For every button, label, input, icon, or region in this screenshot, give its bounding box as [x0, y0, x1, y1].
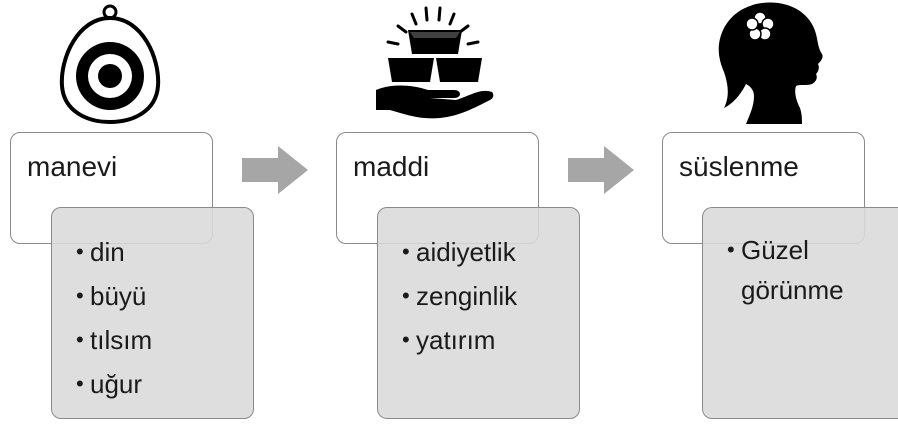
step-2-detail-box: •aidiyetlik •zenginlik •yatırım	[377, 207, 580, 419]
step-2-title: maddi	[353, 151, 430, 182]
step-1-title: manevi	[27, 151, 118, 182]
woman-silhouette-flower-icon	[718, 2, 823, 124]
step-3-bullet-list: •Güzel görünme	[727, 230, 897, 310]
list-item: •uğur	[76, 369, 143, 399]
step-1-detail-box: •din •büyü •tılsım •uğur	[51, 207, 254, 419]
list-item: •yatırım	[402, 325, 496, 355]
list-item: •zenginlik	[402, 281, 518, 311]
step-1-bullet-list: •din •büyü •tılsım •uğur	[76, 230, 152, 406]
list-item: •büyü	[76, 281, 147, 311]
right-arrow-icon	[242, 146, 308, 194]
gold-bars-hand-icon	[376, 6, 494, 119]
step-2-bullet-list: •aidiyetlik •zenginlik •yatırım	[402, 230, 517, 362]
list-item: •Güzel görünme	[727, 235, 844, 305]
right-arrow-icon	[568, 146, 634, 194]
list-item: •din	[76, 237, 125, 267]
step-3-title: süslenme	[679, 151, 799, 182]
step-3-detail-box: •Güzel görünme	[702, 207, 898, 419]
nazar-amulet-icon	[59, 4, 161, 124]
list-item: •aidiyetlik	[402, 237, 516, 267]
list-item: •tılsım	[76, 325, 153, 355]
